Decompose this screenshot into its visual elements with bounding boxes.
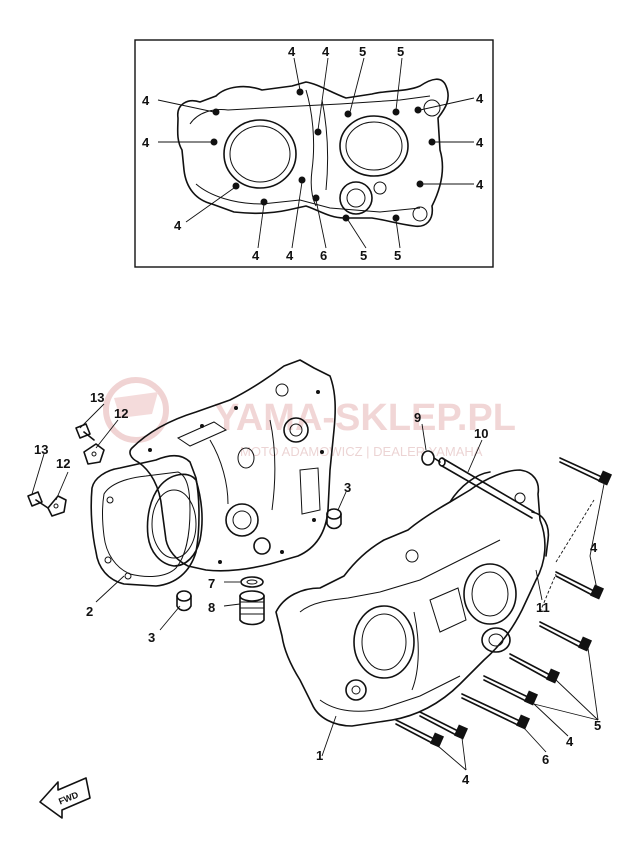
inset-leader-lines xyxy=(157,57,475,249)
bolt-5-c xyxy=(483,675,539,706)
callout-6: 6 xyxy=(542,752,549,767)
clip-12-upper xyxy=(83,443,105,465)
callout-12-upper: 12 xyxy=(114,406,128,421)
bolt-13-lower xyxy=(27,491,49,509)
dowel-pin-lower xyxy=(176,590,192,612)
inset-bolt-holes xyxy=(210,88,436,222)
callout-2: 2 xyxy=(86,604,93,619)
inset-frame xyxy=(134,39,494,268)
callout-7: 7 xyxy=(208,576,215,591)
dowel-pin-upper xyxy=(326,508,342,530)
inset-crankcase-view: 4 4 5 5 4 4 4 4 4 4 4 6 5 5 4 xyxy=(134,39,494,268)
inset-callout-numbers: 4 4 5 5 4 4 4 4 4 4 4 6 5 5 4 xyxy=(142,44,484,263)
callout-10: 10 xyxy=(474,426,488,441)
watermark-subline: MOTO ADAMOWICZ | DEALER YAMAHA xyxy=(240,444,483,459)
bolt-4-top xyxy=(559,457,613,486)
callout-8: 8 xyxy=(208,600,215,615)
main-callout-numbers: 13 12 13 12 2 3 3 7 8 9 10 11 4 5 4 6 4 … xyxy=(34,390,601,787)
washer-7 xyxy=(240,576,264,588)
callout-4-middle: 4 xyxy=(566,734,574,749)
inset-callout: 5 xyxy=(397,44,404,59)
inset-callout: 5 xyxy=(394,248,401,263)
callout-12-lower: 12 xyxy=(56,456,70,471)
inset-callout: 5 xyxy=(360,248,367,263)
bolt-5-a xyxy=(539,621,593,652)
bolt-4-second xyxy=(555,571,605,600)
watermark-logo-icon xyxy=(103,377,169,443)
inset-callout: 4 xyxy=(322,44,330,59)
bolt-13-upper xyxy=(75,423,95,441)
inset-callout: 4 xyxy=(174,218,182,233)
rod-10 xyxy=(438,457,550,557)
inset-callout: 4 xyxy=(288,44,296,59)
callout-5: 5 xyxy=(594,718,601,733)
bolt-5-b xyxy=(509,653,561,684)
callout-11: 11 xyxy=(536,600,550,615)
watermark: YAMA-SKLEP.PL MOTO ADAMOWICZ | DEALER YA… xyxy=(103,377,516,459)
inset-callout: 4 xyxy=(142,93,150,108)
callout-3-lower: 3 xyxy=(148,630,155,645)
inset-callout: 4 xyxy=(476,135,484,150)
clip-12-lower xyxy=(47,495,67,517)
callout-3-upper: 3 xyxy=(344,480,351,495)
bolt-4-bottom-a xyxy=(419,711,469,740)
callout-4-bottom: 4 xyxy=(462,772,470,787)
callout-1: 1 xyxy=(316,748,323,763)
callout-13-upper: 13 xyxy=(90,390,104,405)
inset-callout: 4 xyxy=(476,177,484,192)
bolt-4-bottom-b xyxy=(395,719,445,748)
left-case-bolt-holes xyxy=(148,390,324,564)
callout-13-lower: 13 xyxy=(34,442,48,457)
right-crankcase-half xyxy=(275,469,546,727)
callout-4-right: 4 xyxy=(590,540,598,555)
inset-callout: 4 xyxy=(252,248,260,263)
main-leader-lines xyxy=(31,403,605,771)
inset-callout: 5 xyxy=(359,44,366,59)
drain-plug-8 xyxy=(239,590,265,626)
left-crankcase-half xyxy=(129,359,336,572)
inset-callout: 4 xyxy=(476,91,484,106)
inset-callout: 4 xyxy=(286,248,294,263)
fwd-arrow-icon: FWD xyxy=(39,777,91,819)
callout-9: 9 xyxy=(414,410,421,425)
watermark-brand: YAMA-SKLEP.PL xyxy=(214,397,516,439)
inset-callout: 6 xyxy=(320,248,327,263)
gasket-part xyxy=(90,454,200,587)
long-bolts xyxy=(395,457,613,748)
bolt-6 xyxy=(461,693,531,730)
inset-callout: 4 xyxy=(142,135,150,150)
